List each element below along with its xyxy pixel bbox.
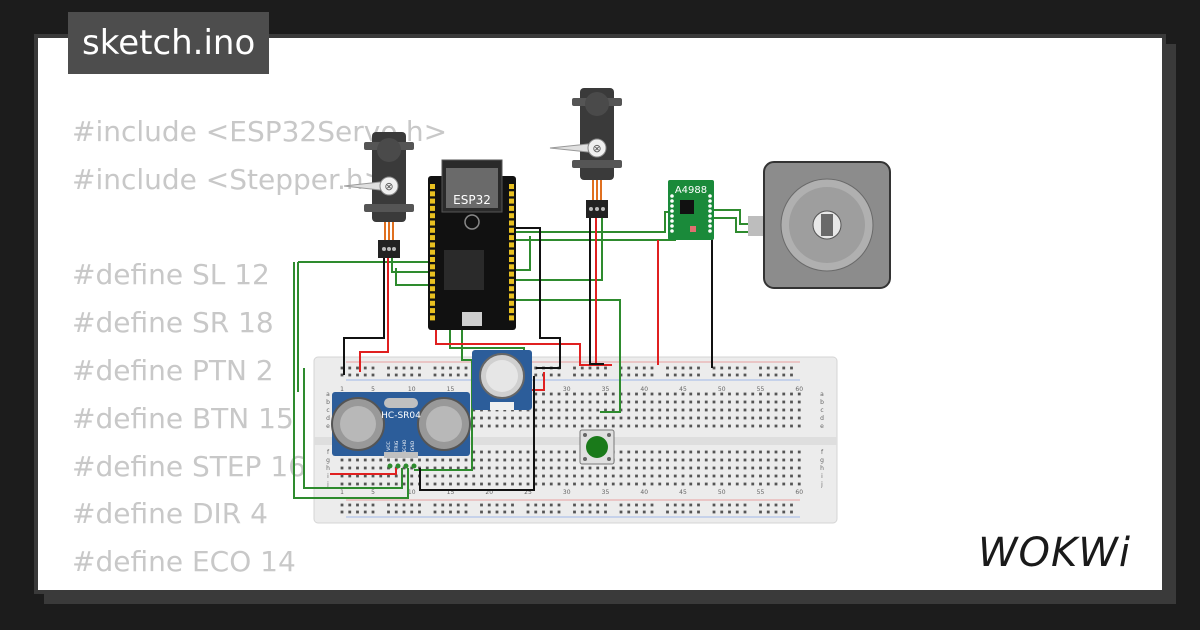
column-number: 40 bbox=[640, 386, 648, 393]
column-number: 10 bbox=[408, 489, 416, 496]
esp32-pins bbox=[430, 184, 514, 321]
svg-text:⊗: ⊗ bbox=[384, 180, 393, 193]
row-letter: f bbox=[327, 449, 330, 456]
wire-black bbox=[343, 258, 385, 375]
row-letter: b bbox=[326, 399, 330, 406]
code-line: #define BTN 15 bbox=[72, 401, 294, 435]
column-number: 50 bbox=[718, 386, 726, 393]
column-number: 30 bbox=[563, 386, 571, 393]
wire-green bbox=[510, 299, 621, 413]
row-letter: j bbox=[326, 481, 329, 488]
column-number: 35 bbox=[602, 489, 610, 496]
stepper-motor bbox=[748, 161, 891, 289]
a4988-driver: A4988 bbox=[668, 180, 714, 240]
servo-left: ⊗ bbox=[343, 132, 414, 258]
row-letter: j bbox=[820, 481, 823, 488]
column-number: 35 bbox=[602, 386, 610, 393]
row-letter: g bbox=[820, 457, 824, 464]
column-number: 60 bbox=[795, 386, 803, 393]
code-line: #include <Stepper.h> bbox=[72, 162, 388, 196]
row-letter: f bbox=[821, 449, 824, 456]
wire-green bbox=[293, 262, 409, 499]
row-letter: a bbox=[820, 391, 824, 398]
servo-right: ⊗ bbox=[549, 88, 622, 218]
column-number: 1 bbox=[340, 489, 344, 496]
potentiometer bbox=[472, 350, 532, 410]
wire-black bbox=[510, 227, 561, 369]
row-letter: d bbox=[326, 415, 330, 422]
row-letter: i bbox=[327, 473, 329, 480]
row-letter: a bbox=[326, 391, 330, 398]
push-button bbox=[579, 429, 615, 465]
column-number: 5 bbox=[371, 386, 375, 393]
wire-red bbox=[330, 468, 397, 475]
ultrasonic-pin-label: TRIG bbox=[394, 440, 400, 452]
row-letter: b bbox=[820, 399, 824, 406]
ultrasonic-pin-label: ECHO bbox=[402, 439, 408, 452]
wokwi-logo: WOKWi bbox=[978, 530, 1131, 576]
code-line: #define PTN 2 bbox=[72, 353, 274, 387]
wire-green bbox=[391, 258, 432, 273]
row-letter: c bbox=[820, 407, 823, 414]
a4988-pins bbox=[670, 194, 712, 233]
esp32-board: ESP32 bbox=[428, 159, 516, 330]
row-letter: h bbox=[326, 465, 330, 472]
column-number: 1 bbox=[340, 386, 344, 393]
ultrasonic-pin-label: GND bbox=[410, 440, 416, 451]
column-number: 45 bbox=[679, 386, 687, 393]
svg-text:⊗: ⊗ bbox=[592, 142, 601, 155]
column-number: 15 bbox=[447, 386, 455, 393]
column-number: 5 bbox=[371, 489, 375, 496]
a4988-label: A4988 bbox=[675, 185, 707, 196]
column-number: 30 bbox=[563, 489, 571, 496]
wire-red bbox=[359, 258, 389, 372]
row-letter: i bbox=[821, 473, 823, 480]
column-number: 45 bbox=[679, 489, 687, 496]
ultrasonic-pin-label: VCC bbox=[386, 441, 392, 450]
column-number: 40 bbox=[640, 489, 648, 496]
esp32-label: ESP32 bbox=[453, 193, 491, 207]
row-letter: e bbox=[820, 423, 824, 430]
column-number: 10 bbox=[408, 386, 416, 393]
wire-black bbox=[589, 218, 604, 365]
code-line: #define ECO 14 bbox=[72, 545, 296, 579]
file-name-tab: sketch.ino bbox=[68, 12, 270, 74]
row-letter: d bbox=[820, 415, 824, 422]
hcsr04-label: HC-SR04 bbox=[381, 411, 421, 421]
code-line: #define STEP 16 bbox=[72, 449, 306, 483]
row-letter: h bbox=[820, 465, 824, 472]
column-number: 50 bbox=[718, 489, 726, 496]
column-number: 20 bbox=[485, 489, 493, 496]
wire-green bbox=[303, 368, 403, 489]
code-background: #include <ESP32Servo.h>#include <Stepper… bbox=[72, 108, 447, 590]
code-line: #define SL 12 bbox=[72, 258, 270, 292]
code-line: #define SR 18 bbox=[72, 306, 274, 340]
column-number: 55 bbox=[757, 489, 765, 496]
wire-green bbox=[395, 268, 440, 286]
column-number: 60 bbox=[795, 489, 803, 496]
row-letter: g bbox=[326, 457, 330, 464]
column-number: 55 bbox=[757, 386, 765, 393]
column-number: 25 bbox=[524, 489, 532, 496]
wire-black bbox=[419, 376, 535, 491]
row-letter: e bbox=[326, 423, 330, 430]
wokwi-brand-text: WOKWi bbox=[978, 530, 1131, 576]
column-number: 15 bbox=[447, 489, 455, 496]
wire-green bbox=[510, 236, 531, 271]
code-line: #define DIR 4 bbox=[72, 497, 268, 531]
row-letter: c bbox=[326, 407, 329, 414]
